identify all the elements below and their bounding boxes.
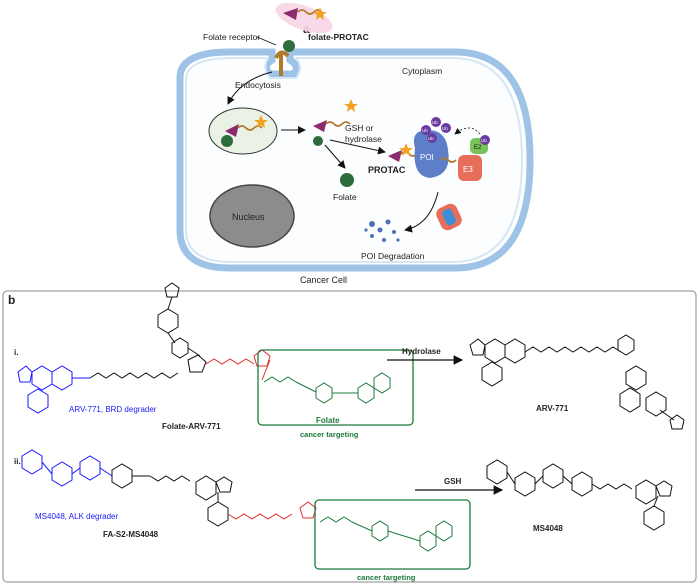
svg-text:Ub: Ub: [432, 120, 438, 125]
folate-box-1: [257, 349, 414, 426]
endosome: [208, 107, 278, 155]
folate-arv771-label: Folate-ARV-771: [162, 422, 221, 431]
folate-box-2: [314, 499, 471, 570]
arv-caption: ARV-771, BRD degrader: [69, 405, 157, 414]
folate-receptor-icon: [274, 40, 295, 76]
svg-text:Ub: Ub: [481, 138, 487, 143]
nucleus-label: Nucleus: [232, 212, 265, 222]
svg-text:Ub: Ub: [442, 126, 448, 131]
hydrolase-label: Hydrolase: [402, 347, 441, 356]
ternary-complex: POI E3 E2 Ub Ub Ub Ub Ub: [413, 117, 490, 181]
panel-b-frame: [2, 290, 697, 583]
gsh-label: GSH: [444, 477, 462, 486]
nucleus: [209, 184, 295, 248]
folate-protac-label: folate-PROTAC: [308, 32, 369, 42]
panel-b-label: b: [8, 293, 15, 307]
folate-structure-1: [263, 372, 391, 404]
folate-arv771-structure: [17, 282, 271, 414]
folate-label: Folate: [333, 192, 357, 202]
poi-degradation-label: POI Degradation: [361, 251, 425, 261]
folate-box-label: Folate: [316, 416, 340, 425]
degraded-fragments: [364, 219, 400, 242]
folate-protac-icon: [275, 2, 333, 34]
free-folate-protac-icon: [313, 99, 358, 146]
svg-text:E3: E3: [463, 165, 473, 174]
cancer-targeting-label-2: cancer targeting: [357, 573, 416, 582]
svg-text:Ub: Ub: [428, 136, 434, 141]
ms4048-label: MS4048: [533, 524, 563, 533]
ms-caption: MS4048, ALK degrader: [35, 512, 119, 521]
arv771-structure: [469, 334, 685, 430]
free-folate-icon: [340, 173, 354, 187]
endocytosis-label: Endocytosis: [235, 80, 281, 90]
arv771-label: ARV-771: [536, 404, 569, 413]
row-i-label: i.: [14, 348, 18, 357]
cytoplasm-label: Cytoplasm: [402, 66, 442, 76]
fa-s2-ms4048-label: FA-S2-MS4048: [103, 530, 159, 539]
cancer-targeting-label-1: cancer targeting: [300, 430, 359, 439]
fa-s2-ms4048-structure: [21, 449, 317, 527]
proteasome-icon: [436, 203, 462, 231]
cancer-cell-label: Cancer Cell: [300, 275, 347, 285]
folate-receptor-label: Folate receptor: [203, 32, 260, 42]
gsh-or-hydrolase-label: GSH or hydrolase: [345, 123, 382, 144]
svg-text:E2: E2: [474, 145, 482, 151]
protac-label: PROTAC: [368, 165, 406, 175]
ms4048-structure: [486, 459, 673, 531]
folate-structure-2: [319, 516, 453, 552]
row-ii-label: ii.: [14, 457, 21, 466]
svg-text:Ub: Ub: [422, 128, 428, 133]
svg-text:POI: POI: [420, 153, 434, 162]
